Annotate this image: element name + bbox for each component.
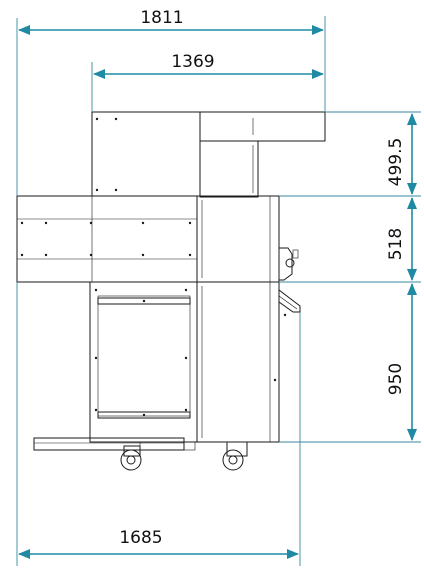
label-height-top: 499.5 [386, 138, 406, 187]
label-bottom-width: 1685 [119, 528, 162, 548]
label-overall-width: 1811 [140, 8, 183, 28]
label-height-bottom: 950 [386, 363, 406, 395]
middle-body [16, 195, 198, 283]
side-clamp [279, 247, 293, 281]
upper-rail [97, 297, 191, 305]
label-upper-width: 1369 [171, 52, 214, 72]
left-caster [120, 445, 142, 471]
lower-rail [97, 411, 191, 419]
extension-lines [16, 16, 421, 566]
middle-right-box [196, 195, 280, 283]
dimension-labels: 1811 1369 1685 499.5 518 950 [119, 8, 406, 548]
lower-right-cabinet [196, 281, 280, 443]
machine-outline [16, 111, 326, 471]
upper-cabinet [91, 111, 201, 197]
base-plate [33, 437, 185, 451]
bolt-dots [20, 117, 287, 417]
lower-door-frame [97, 295, 191, 417]
dimension-lines [18, 25, 417, 559]
upper-arm [199, 111, 326, 142]
column [199, 140, 259, 198]
label-height-middle: 518 [386, 228, 406, 260]
right-caster [222, 441, 248, 471]
